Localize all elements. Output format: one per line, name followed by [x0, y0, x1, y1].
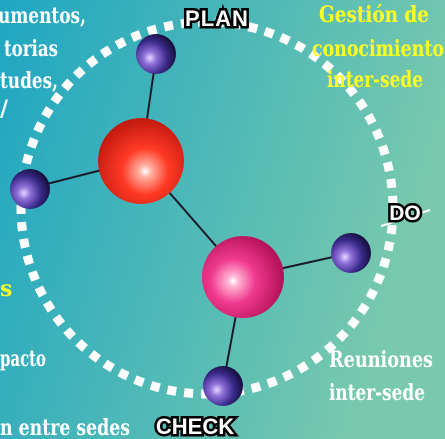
red-sphere	[98, 118, 184, 204]
plan-label: PLAN	[185, 6, 249, 31]
top-right-line1: Gestión de	[319, 2, 429, 28]
plan-sphere	[136, 34, 176, 74]
bottom-left-text: n entre sedes	[0, 415, 130, 439]
check-label-group: CHECK	[153, 412, 236, 439]
top-right-line3: inter-sede	[327, 67, 423, 93]
top-right-line2: conocimiento	[312, 36, 444, 62]
left-text-line4: /	[0, 96, 9, 122]
left-text-line3: tudes,	[0, 68, 58, 94]
check-label: CHECK	[156, 414, 234, 439]
connector-do-tick	[380, 209, 431, 227]
plan-label-group: PLAN	[183, 4, 251, 34]
bottom-right-line1: Reuniones	[329, 347, 433, 373]
left-text-line1: umentos,	[0, 3, 86, 29]
left-yellow-text: s	[0, 276, 12, 302]
bottom-right-line2: inter-sede	[329, 380, 425, 406]
left-text-line2: torias	[4, 36, 58, 62]
pink-sphere	[202, 236, 284, 318]
do-label-group: DO	[387, 200, 424, 228]
do-sphere	[331, 233, 371, 273]
left-sphere	[10, 169, 50, 209]
check-sphere	[203, 366, 243, 406]
do-label: DO	[389, 202, 421, 225]
left-bottom-text: pacto	[0, 346, 46, 372]
